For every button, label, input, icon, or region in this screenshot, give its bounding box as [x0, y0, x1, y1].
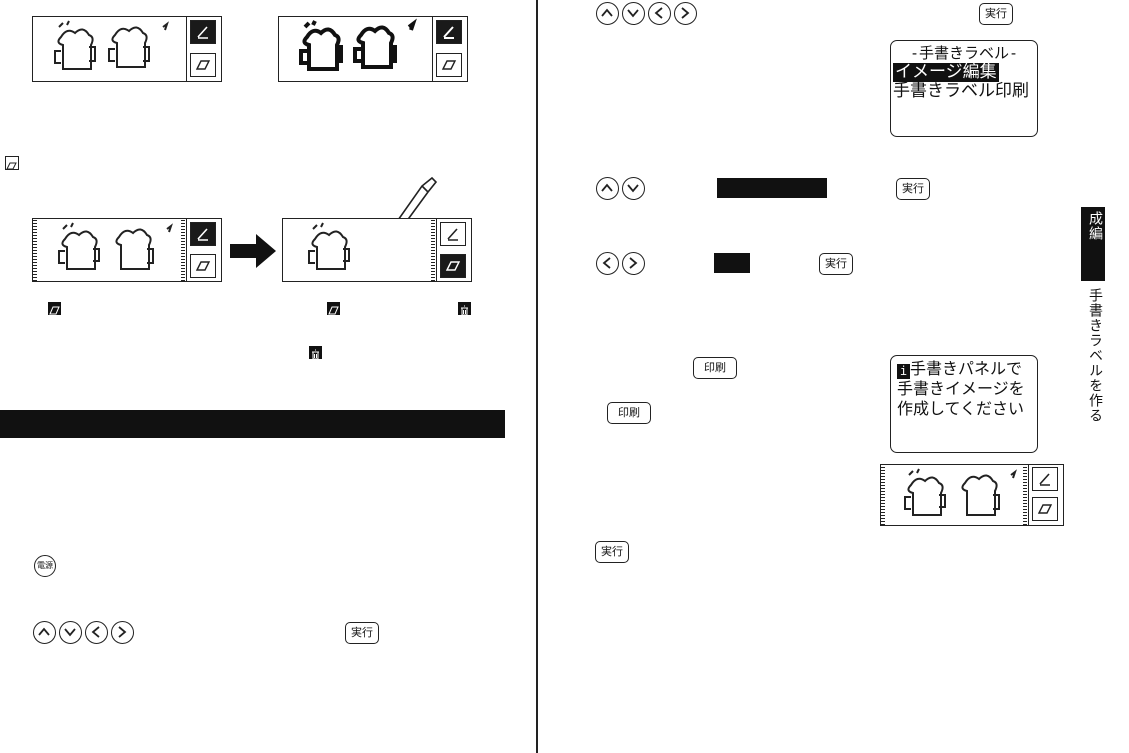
left-key	[596, 252, 619, 275]
eraser-icon	[5, 156, 19, 170]
pen-tool[interactable]	[440, 222, 466, 246]
tool-column	[1023, 465, 1063, 525]
info-icon: i	[897, 364, 910, 379]
tool-edge	[181, 219, 185, 281]
exec-key: 実行	[819, 253, 853, 275]
arrow-keys-up-down	[596, 177, 648, 200]
eraser-tool[interactable]	[190, 254, 216, 278]
exec-key: 実行	[595, 541, 629, 563]
eraser-tool[interactable]	[190, 53, 216, 77]
right-key	[111, 621, 134, 644]
eraser-tool[interactable]	[440, 254, 466, 278]
handwriting-panel-after	[282, 218, 472, 282]
lcd-message-text: 手書きパネルで	[910, 359, 1023, 378]
trash-icon	[458, 302, 471, 316]
panel-edge	[33, 219, 37, 281]
tool-edge	[1023, 465, 1027, 525]
down-key	[622, 2, 645, 25]
lcd-menu-title: -手書きラベル-	[909, 44, 1019, 62]
up-key	[596, 2, 619, 25]
tool-column	[186, 17, 221, 81]
left-key	[648, 2, 671, 25]
pen-icon	[1039, 473, 1050, 486]
highlight-bar-small	[714, 253, 750, 273]
down-key	[59, 621, 82, 644]
lcd-menu-item: 手書きラベル印刷	[893, 81, 1029, 101]
left-key	[85, 621, 108, 644]
pen-tool[interactable]	[436, 20, 462, 44]
arrow-keys-up-down-left-right	[596, 2, 700, 25]
eraser-icon	[327, 302, 340, 315]
eraser-tool[interactable]	[436, 53, 462, 77]
right-key	[622, 252, 645, 275]
arrow-keys-left-right	[596, 252, 648, 275]
side-tab-section-label: ラベル作成編	[1087, 211, 1123, 271]
eraser-tool[interactable]	[1032, 497, 1058, 521]
tool-column	[431, 219, 471, 281]
up-key	[33, 621, 56, 644]
section-heading-bar	[0, 410, 505, 438]
drawing-area	[33, 219, 187, 281]
up-key	[596, 177, 619, 200]
beer-mugs-drawing	[58, 222, 173, 270]
pen-icon	[447, 228, 458, 241]
tool-column	[432, 17, 467, 81]
print-key: 印刷	[693, 357, 737, 379]
pen-icon	[197, 228, 208, 241]
arrow-right-icon	[230, 234, 276, 268]
pen-icon	[197, 26, 208, 39]
lcd-message-line-2: 手書きイメージを	[897, 379, 1025, 398]
exec-key: 実行	[979, 3, 1013, 25]
trash-icon	[309, 346, 322, 360]
handwriting-panel-before	[32, 218, 222, 282]
eraser-icon	[195, 60, 211, 70]
eraser-icon	[441, 60, 457, 70]
column-divider	[536, 0, 538, 753]
tool-edge	[431, 219, 435, 281]
side-tab-section: ラベル作成編	[1081, 207, 1123, 281]
panel-edge	[881, 465, 885, 525]
drawing-area	[881, 465, 1029, 525]
pen-tool[interactable]	[190, 20, 216, 44]
pen-tool[interactable]	[190, 222, 216, 246]
right-key	[674, 2, 697, 25]
exec-key: 実行	[896, 178, 930, 200]
handwriting-panel-2	[278, 16, 468, 82]
beer-mugs-drawing	[54, 20, 169, 70]
drawing-area	[283, 219, 437, 281]
drawing-area	[33, 17, 187, 81]
arrow-keys-up-down-left-right	[33, 621, 137, 644]
handwriting-panel-1	[32, 16, 222, 82]
tool-column	[181, 219, 221, 281]
eraser-icon	[1037, 504, 1053, 514]
pen-tool[interactable]	[1032, 467, 1058, 491]
print-key: 印刷	[607, 402, 651, 424]
eraser-icon	[48, 302, 61, 315]
down-key	[622, 177, 645, 200]
drawing-area	[279, 17, 433, 81]
side-tab-chapter-label: 手書きラベルを作る	[1087, 288, 1103, 423]
lcd-menu-screen: -手書きラベル- イメージ編集 手書きラベル印刷	[890, 40, 1038, 137]
power-key: 電源	[34, 555, 56, 577]
eraser-icon	[195, 261, 211, 271]
handwriting-panel-result	[880, 464, 1064, 526]
pen-icon	[443, 26, 454, 39]
partially-erased-drawing	[308, 222, 350, 270]
lcd-menu-item-selected: イメージ編集	[893, 62, 999, 82]
beer-mugs-drawing	[904, 468, 1017, 516]
beer-mugs-bold-drawing	[299, 18, 417, 71]
exec-key: 実行	[345, 622, 379, 644]
lcd-message-line-3: 作成してください	[897, 399, 1025, 418]
eraser-icon	[445, 261, 461, 271]
highlight-bar	[717, 178, 827, 198]
